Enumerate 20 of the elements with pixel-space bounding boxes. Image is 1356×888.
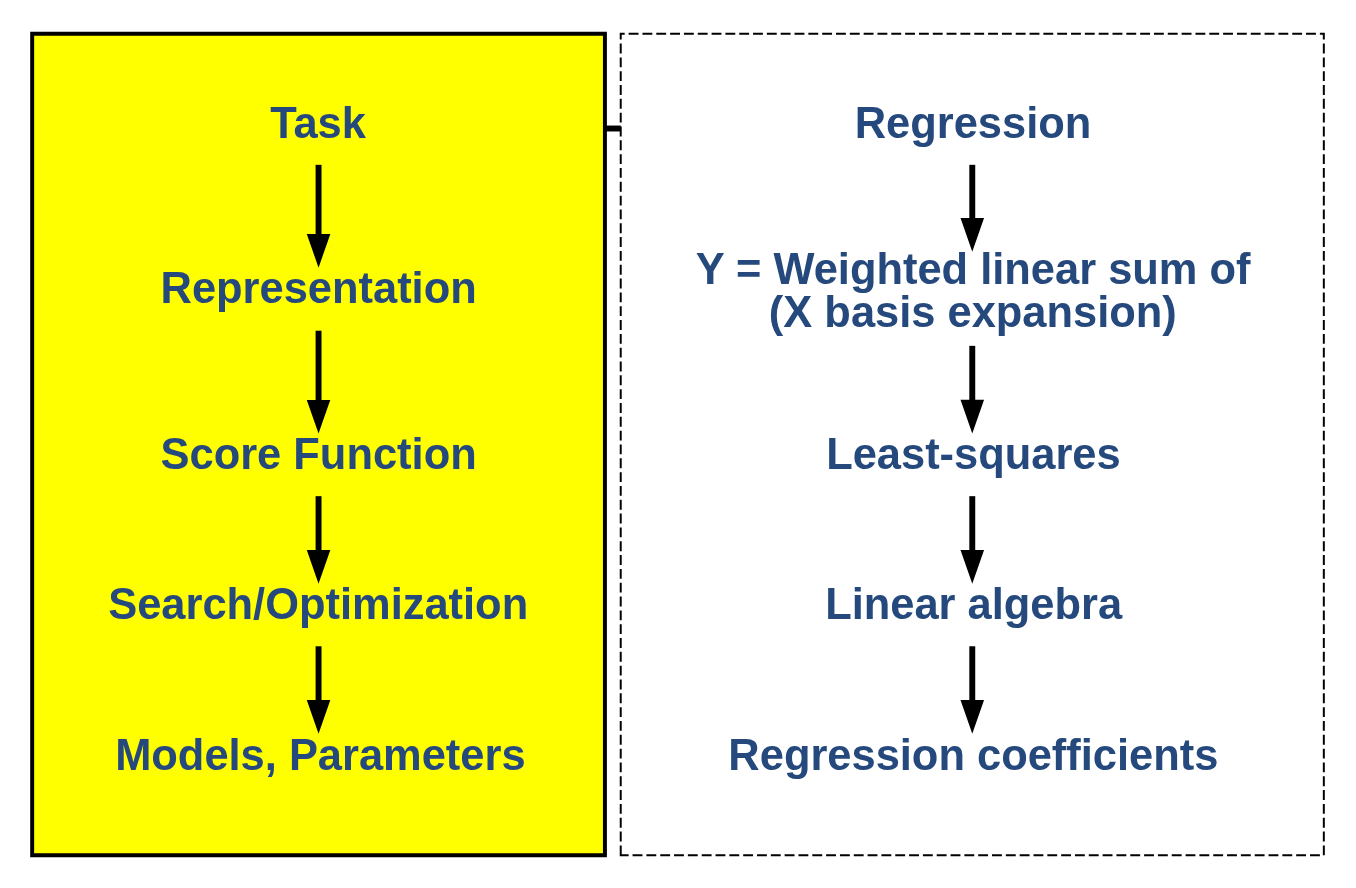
node-text: Search/Optimization	[108, 579, 529, 628]
node-text: Linear algebra	[825, 579, 1123, 628]
node-text: Y = Weighted linear sum of (X basis expansion)	[695, 244, 1251, 336]
node-text: Least-squares	[826, 429, 1121, 478]
node-text: Regression coefficients	[728, 730, 1219, 779]
arrow	[960, 164, 985, 252]
arrow	[960, 645, 985, 734]
arrow	[306, 164, 331, 268]
arrow	[306, 330, 331, 434]
arrow	[306, 645, 331, 734]
node-text: Representation	[160, 263, 477, 312]
node-text: Models, Parameters	[115, 730, 526, 779]
node-text: Regression	[854, 98, 1092, 147]
cluster	[30, 31, 607, 857]
cluster	[619, 32, 1325, 856]
arrow	[960, 495, 985, 584]
arrow	[960, 345, 985, 433]
arrow	[306, 495, 331, 584]
node-text: Score Function	[160, 429, 477, 478]
node-text: Task	[270, 98, 366, 147]
